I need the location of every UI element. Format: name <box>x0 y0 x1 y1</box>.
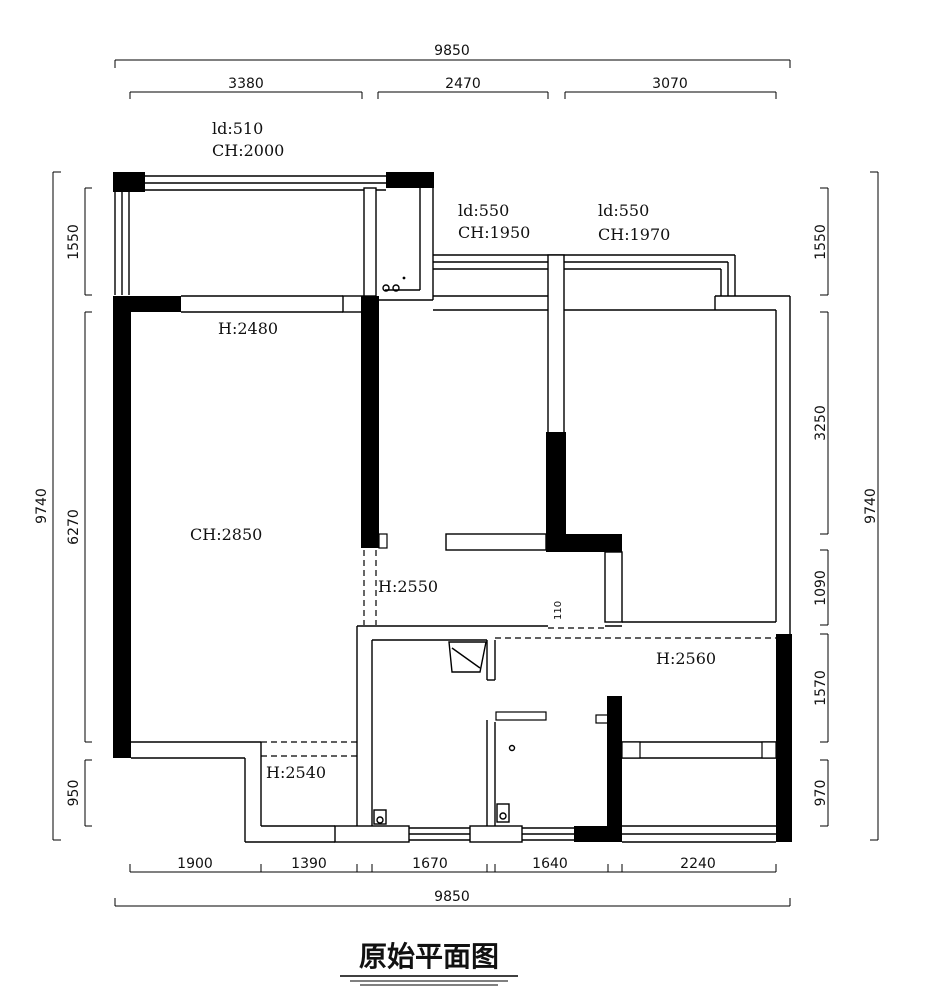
page-title: 原始平面图 <box>359 940 499 973</box>
dim-right-seg-2: 3250 <box>813 405 829 441</box>
dim-top-total: 9850 <box>434 43 470 59</box>
dim-bottom-seg-3: 1670 <box>412 856 448 872</box>
title-block: 原始平面图 <box>340 940 518 986</box>
dim-bottom-total: 9850 <box>434 889 470 905</box>
dim-bottom-seg-4: 1640 <box>532 856 568 872</box>
dim-right-seg-4: 1570 <box>813 670 829 706</box>
dim-bottom-seg-1: 1900 <box>177 856 213 872</box>
walls <box>113 172 792 843</box>
window-3-ld-label: ld:550 <box>598 201 649 220</box>
ceiling-bedroom-label: CH:2850 <box>190 525 262 544</box>
dim-bottom-seg-2: 1390 <box>291 856 327 872</box>
dim-right-seg-3: 1090 <box>813 570 829 606</box>
dim-left-seg-2: 6270 <box>66 509 82 545</box>
dim-left-total: 9740 <box>34 488 50 524</box>
dimension-lines <box>52 59 879 907</box>
beam-hall-label: H:2550 <box>378 577 438 596</box>
window-2-ld-label: ld:550 <box>458 201 509 220</box>
dim-bottom-seg-5: 2240 <box>680 856 716 872</box>
beam-bottom-left-label: H:2540 <box>266 763 326 782</box>
dim-left-seg-3: 950 <box>66 780 82 807</box>
beam-right-label: H:2560 <box>656 649 716 668</box>
dim-right-seg-1: 1550 <box>813 224 829 260</box>
window-1-ch-label: CH:2000 <box>212 141 284 160</box>
dimension-labels: 9850 3380 2470 3070 1900 1390 1670 1640 … <box>34 43 879 905</box>
dim-110-label: 110 <box>553 601 564 620</box>
window-3-ch-label: CH:1970 <box>598 225 670 244</box>
dim-top-seg-1: 3380 <box>228 76 264 92</box>
window-2-ch-label: CH:1950 <box>458 223 530 242</box>
dim-right-seg-5: 970 <box>813 780 829 807</box>
dim-left-seg-1: 1550 <box>66 224 82 260</box>
annotations: ld:510 CH:2000 ld:550 CH:1950 ld:550 CH:… <box>190 119 716 782</box>
dim-top-seg-2: 2470 <box>445 76 481 92</box>
window-1-ld-label: ld:510 <box>212 119 263 138</box>
beam-bedroom-label: H:2480 <box>218 319 278 338</box>
dim-top-seg-3: 3070 <box>652 76 688 92</box>
dim-right-total: 9740 <box>863 488 879 524</box>
